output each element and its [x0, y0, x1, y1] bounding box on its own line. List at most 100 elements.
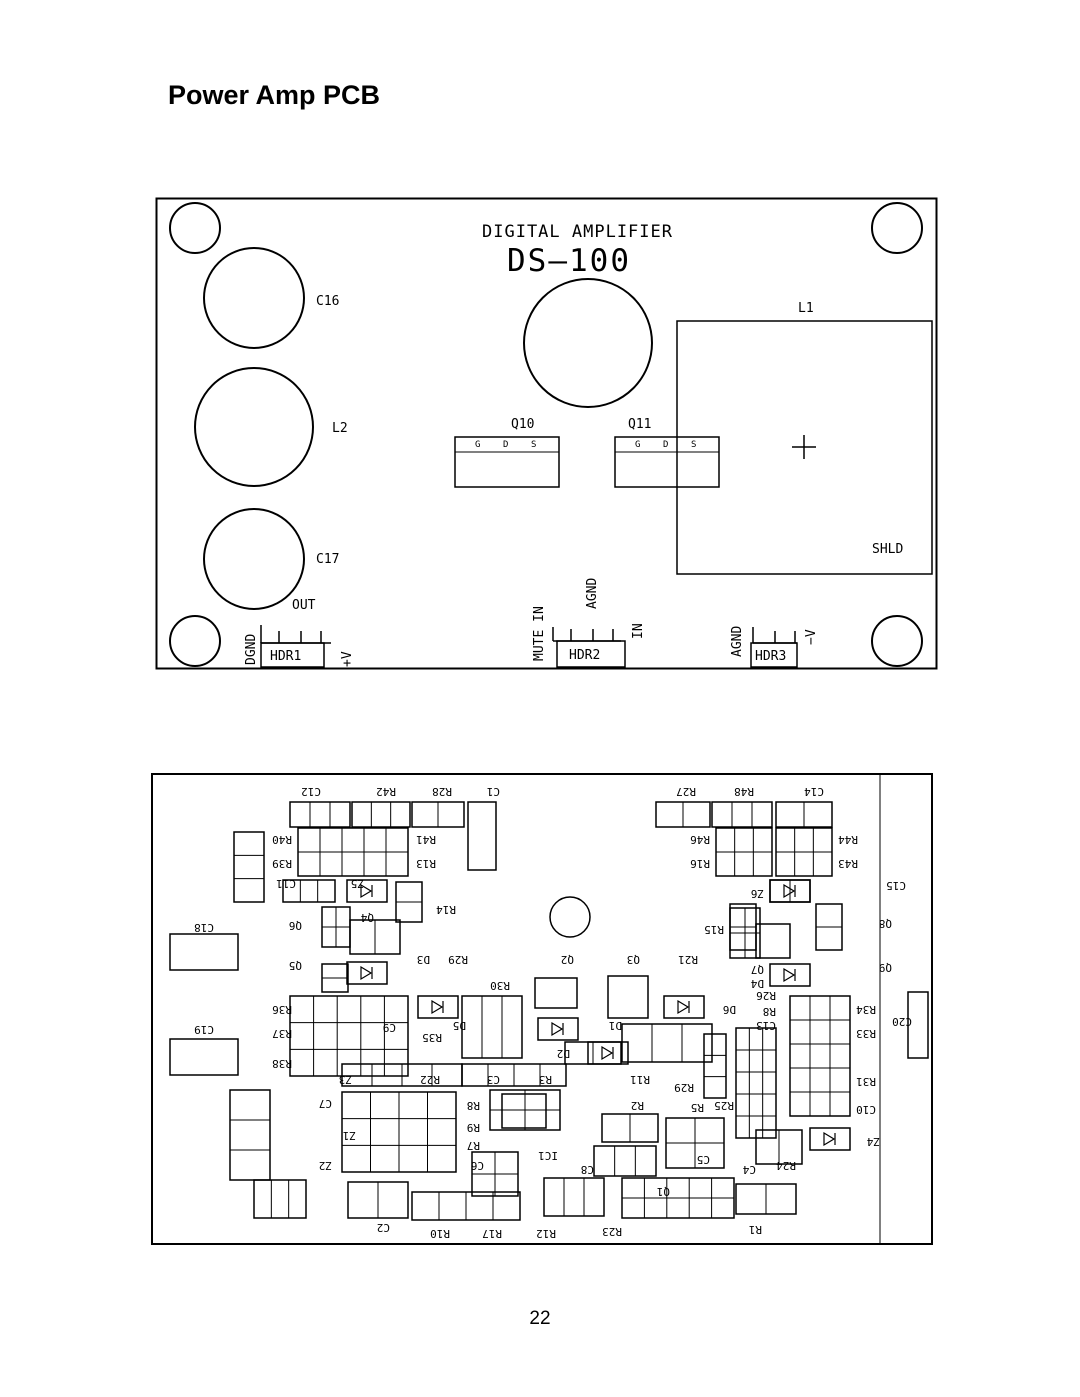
component-label-r23: R23 — [602, 1225, 622, 1238]
footprint-block — [282, 879, 336, 903]
footprint-block — [253, 1179, 307, 1219]
component-label-r26: R26 — [756, 989, 776, 1002]
footprint-block — [621, 1023, 713, 1063]
component-label-c20: C20 — [892, 1015, 912, 1028]
component-label-c1: C1 — [487, 785, 500, 798]
component-label-d2: D2 — [557, 1047, 570, 1060]
diode-footprint — [346, 961, 388, 985]
component-label-r15: R15 — [704, 923, 724, 936]
pcb-top-diagram: DIGITAL AMPLIFIER DS—100 C16 L2 C17 OUT … — [155, 197, 938, 670]
component-label-r35: R35 — [422, 1031, 442, 1044]
component-label-r37: R37 — [272, 1027, 292, 1040]
footprint-block — [467, 801, 497, 871]
pin-s: S — [531, 440, 536, 450]
component-label-r13: R13 — [416, 857, 436, 870]
component-label-r1: R1 — [749, 1223, 762, 1236]
component-label-r34: R34 — [856, 1003, 876, 1016]
component-label-r14: R14 — [436, 903, 456, 916]
component-label-q5: Q5 — [289, 959, 302, 972]
component-label-r2: R2 — [631, 1099, 644, 1112]
footprint-block — [534, 977, 578, 1009]
footprint-block — [289, 995, 409, 1077]
component-label-q1: Q1 — [657, 1185, 670, 1198]
pcb-outline — [155, 197, 938, 670]
component-label-r8: R8 — [763, 1005, 776, 1018]
label-q10: Q10 — [511, 417, 534, 432]
component-label-c8: C8 — [581, 1163, 594, 1176]
component-label-c13: C13 — [756, 1019, 776, 1032]
component-label-d5: D5 — [453, 1019, 466, 1032]
component-label-c2: C2 — [377, 1221, 390, 1234]
diode-symbol — [823, 1131, 836, 1147]
diode-footprint — [417, 995, 459, 1019]
diode-footprint — [346, 879, 388, 903]
transistor-q10-footprint — [454, 436, 560, 488]
component-label-r38: R38 — [272, 1057, 292, 1070]
footprint-block — [907, 991, 929, 1059]
footprint-block — [169, 1038, 239, 1076]
component-label-r43: R43 — [838, 857, 858, 870]
component-label-r28: R28 — [432, 785, 452, 798]
component-label-c15: C15 — [886, 879, 906, 892]
mounting-hole — [169, 202, 221, 254]
component-label-r29: R29 — [448, 953, 468, 966]
component-label-c3: C3 — [487, 1073, 500, 1086]
board-title: DIGITAL AMPLIFIER — [482, 222, 673, 242]
diode-symbol — [783, 967, 796, 983]
component-label-c19: C19 — [194, 1023, 214, 1036]
component-label-r11: R11 — [630, 1073, 650, 1086]
diode-symbol — [360, 965, 373, 981]
component-label-q9: Q9 — [879, 961, 892, 974]
footprint-block — [229, 1089, 271, 1181]
component-footprints — [169, 801, 929, 1221]
component-label-z3: Z3 — [339, 1073, 352, 1086]
footprint-block — [351, 801, 411, 828]
component-label-r44: R44 — [838, 833, 858, 846]
component-label-q2: Q2 — [561, 953, 574, 966]
footprint-block — [289, 801, 351, 828]
component-label-r17: R17 — [482, 1227, 502, 1240]
component-label-r9: R9 — [467, 1121, 480, 1134]
component-label-r27: R27 — [676, 785, 696, 798]
component-label-z4: Z4 — [866, 1135, 880, 1148]
label-agnd: AGND — [585, 578, 600, 609]
pin-g: G — [635, 440, 640, 450]
component-label-q3: Q3 — [627, 953, 640, 966]
diode-footprint — [769, 879, 811, 903]
component-label-r16: R16 — [690, 857, 710, 870]
mounting-hole — [169, 615, 221, 667]
footprint-block — [789, 995, 851, 1117]
component-label-r10: R10 — [430, 1227, 450, 1240]
component-label-r25: R25 — [714, 1099, 734, 1112]
component-label-c12: C12 — [301, 785, 321, 798]
component-label-q8: Q8 — [879, 917, 892, 930]
component-label-r46: R46 — [690, 833, 710, 846]
diode-symbol — [360, 883, 373, 899]
transistor-q11-footprint — [614, 436, 720, 488]
diode-symbol — [551, 1021, 564, 1037]
component-label-r39: R39 — [272, 857, 292, 870]
label-hdr2: HDR2 — [569, 648, 600, 663]
label-l2: L2 — [332, 421, 348, 436]
pin-d: D — [663, 440, 668, 450]
footprint-block — [755, 923, 791, 959]
component-label-r41: R41 — [416, 833, 436, 846]
component-label-c4: C4 — [742, 1163, 756, 1176]
inductor-l2-footprint — [194, 367, 314, 487]
component-label-r31: R31 — [856, 1075, 876, 1088]
component-label-r29: R29 — [674, 1081, 694, 1094]
component-label-z1: Z1 — [343, 1129, 356, 1142]
diode-footprint — [769, 963, 811, 987]
pin-s: S — [691, 440, 696, 450]
footprint-block — [607, 975, 649, 1019]
component-label-r12: R12 — [536, 1227, 556, 1240]
component-label-c7: C7 — [319, 1097, 332, 1110]
component-label-c11: C11 — [276, 877, 296, 890]
label-agnd-2: AGND — [730, 626, 745, 657]
component-label-r22: R22 — [420, 1073, 440, 1086]
label-minus-v: −V — [804, 629, 819, 645]
footprint-block — [169, 933, 239, 971]
label-l1: L1 — [798, 301, 814, 316]
component-label-d6: D6 — [723, 1003, 736, 1016]
